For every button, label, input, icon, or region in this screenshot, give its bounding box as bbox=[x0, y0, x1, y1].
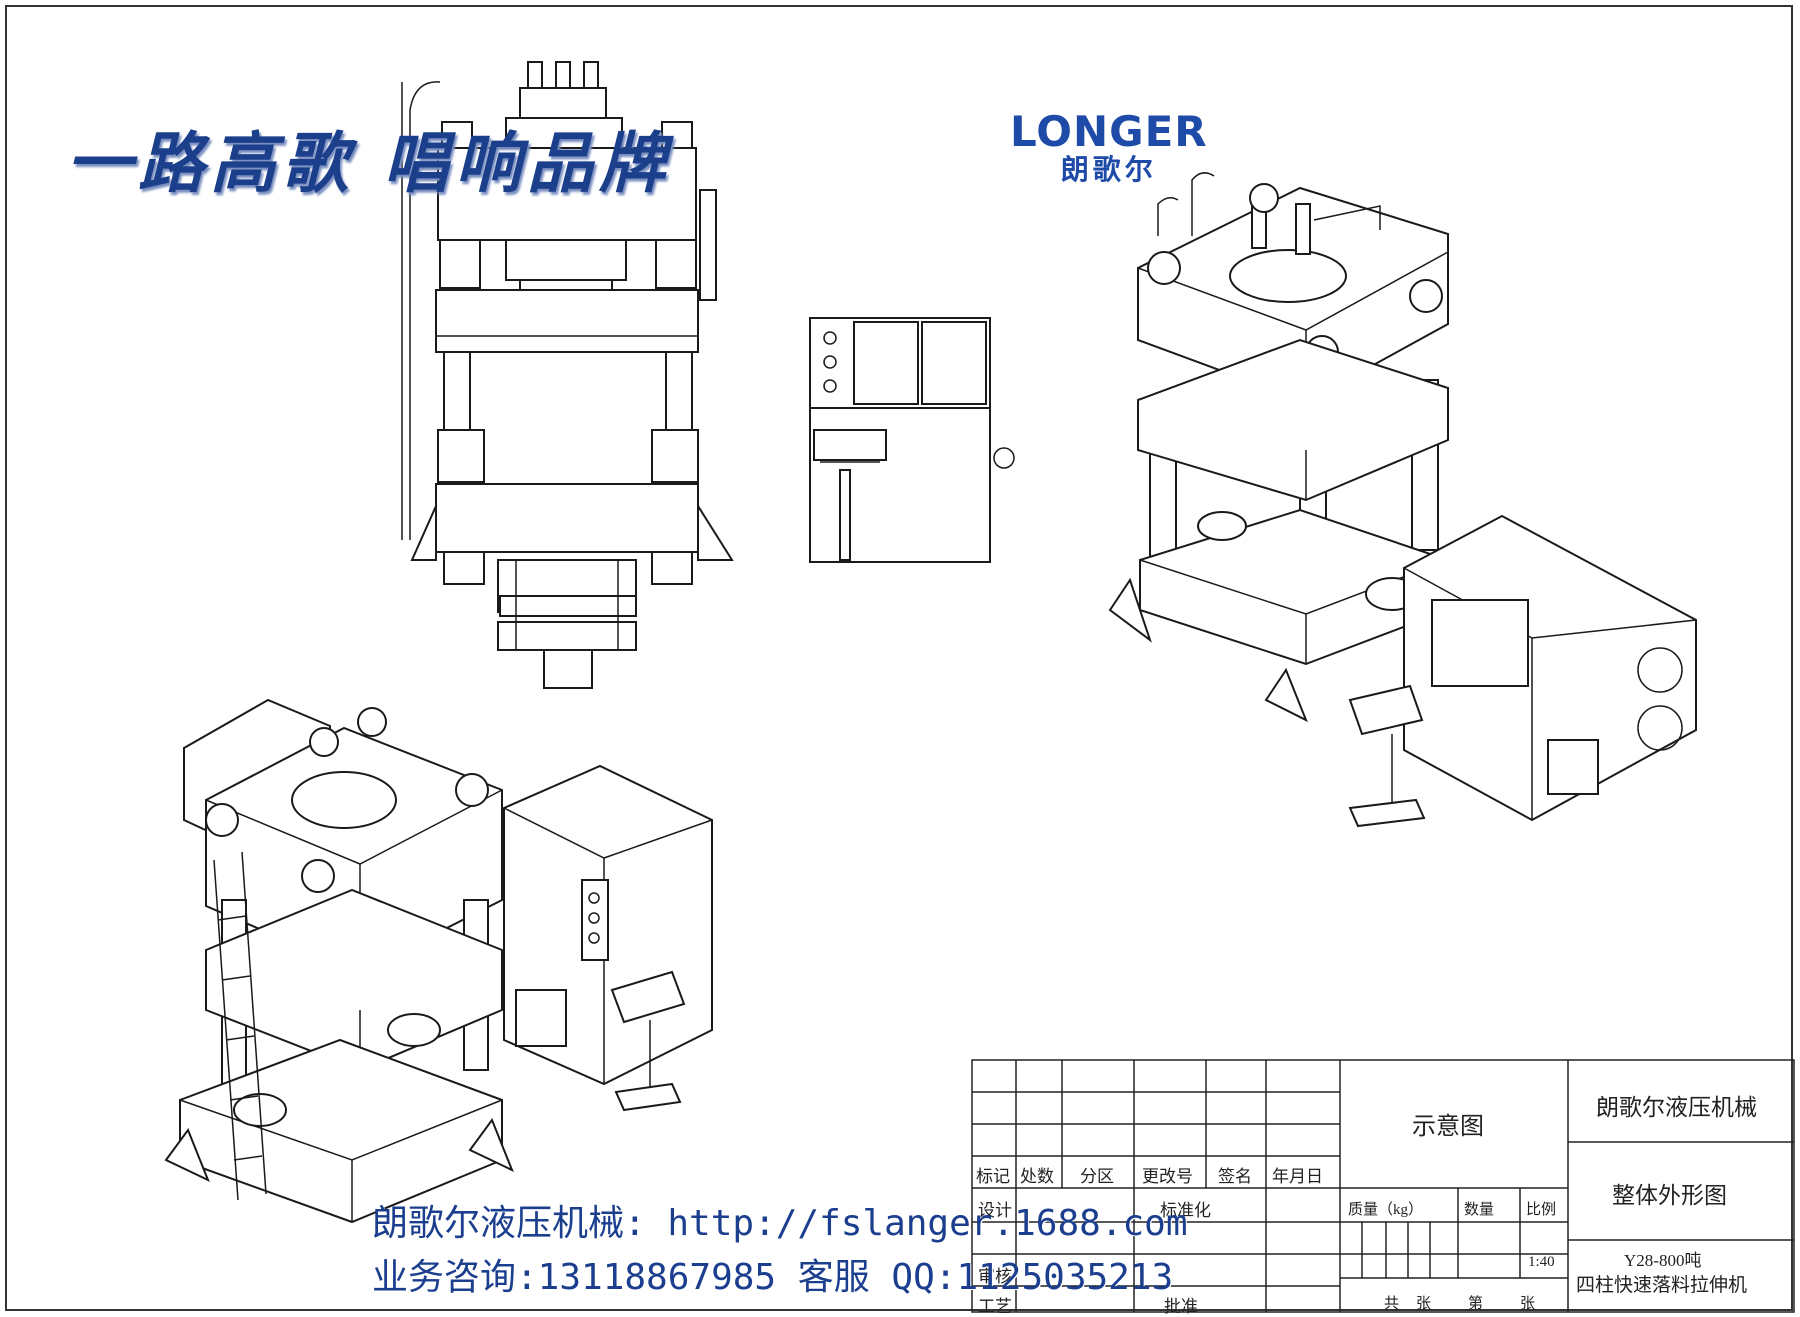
title-block-grid bbox=[971, 1059, 1795, 1313]
tb-header-date: 年月日 bbox=[1272, 1167, 1323, 1186]
tb-sheets-unit2: 张 bbox=[1520, 1296, 1536, 1312]
tb-company: 朗歌尔液压机械 bbox=[1596, 1095, 1757, 1120]
tb-drawing-name: 整体外形图 bbox=[1612, 1183, 1727, 1208]
press-isometric-left bbox=[164, 698, 713, 1224]
brand-logo: LONGER 朗歌尔 bbox=[1010, 110, 1208, 186]
tb-mass: 质量（kg） bbox=[1348, 1202, 1424, 1218]
tb-sheets-no: 第 bbox=[1468, 1296, 1484, 1312]
logo-wordmark: LONGER bbox=[1010, 107, 1208, 156]
tb-quantity: 数量 bbox=[1464, 1202, 1495, 1218]
slogan-banner: 一路高歌 唱响品牌 bbox=[66, 124, 671, 202]
tb-process: 工艺 bbox=[978, 1297, 1012, 1316]
tb-standardize: 标准化 bbox=[1160, 1201, 1211, 1220]
tb-ratio: 比例 bbox=[1526, 1202, 1557, 1218]
logo-chinese-name: 朗歌尔 bbox=[1060, 153, 1157, 186]
tb-drawing-type: 示意图 bbox=[1412, 1114, 1484, 1140]
tb-sheets-total: 共 bbox=[1384, 1296, 1400, 1312]
tb-header-change: 更改号 bbox=[1142, 1167, 1193, 1186]
tb-sheets-unit1: 张 bbox=[1416, 1296, 1432, 1312]
press-isometric-right bbox=[1108, 172, 1697, 828]
tb-header-mark: 标记 bbox=[976, 1167, 1010, 1186]
tb-header-sign: 签名 bbox=[1218, 1167, 1252, 1186]
drawing-border bbox=[5, 5, 1793, 1311]
tb-header-zone: 分区 bbox=[1080, 1167, 1114, 1186]
tb-design: 设计 bbox=[978, 1201, 1012, 1220]
tb-model: Y28-800吨 bbox=[1624, 1251, 1702, 1270]
tb-scale-value: 1:40 bbox=[1528, 1254, 1555, 1270]
tb-approve: 批准 bbox=[1164, 1297, 1198, 1316]
tb-review: 审核 bbox=[978, 1267, 1012, 1286]
press-front-view bbox=[401, 61, 734, 689]
tb-header-count: 处数 bbox=[1020, 1167, 1054, 1186]
tb-product: 四柱快速落料拉伸机 bbox=[1576, 1275, 1748, 1296]
control-cabinet-front bbox=[809, 317, 1015, 563]
watermark-contact: 业务咨询:13118867985 客服 QQ:1125035213 bbox=[372, 1257, 1174, 1298]
watermark-website: 朗歌尔液压机械: http://fslanger.1688.com bbox=[372, 1203, 1188, 1244]
